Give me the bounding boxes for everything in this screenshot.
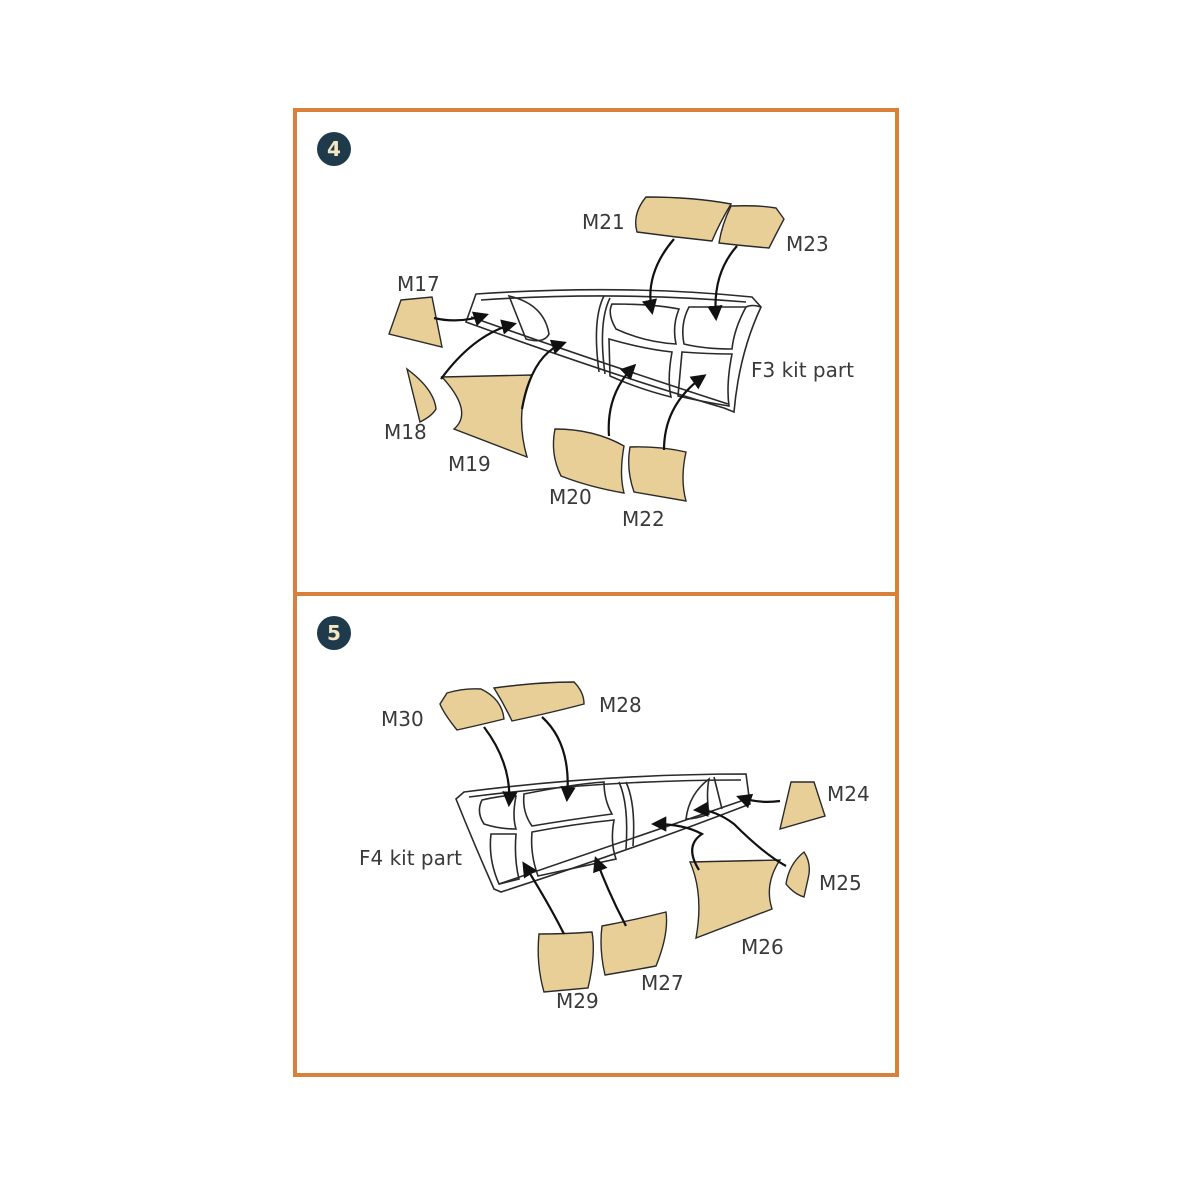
label-m21: M21: [582, 210, 625, 234]
labels-step-4: M21 M23 M17 M18 M19 M20 M22 F3 kit part: [384, 210, 854, 531]
label-m17: M17: [397, 272, 440, 296]
step-5-diagram: M30 M28 M24 M25 M26 M27 M29 F4 kit part: [359, 681, 870, 1013]
mask-m29: [537, 931, 595, 993]
masks-step-5: [439, 681, 826, 993]
kit-part-label-f4: F4 kit part: [359, 846, 462, 870]
masks-step-4: [388, 196, 785, 502]
mask-m17: [388, 296, 443, 348]
mask-m30: [439, 688, 505, 731]
mask-m28: [492, 681, 585, 722]
instruction-frame: 4: [293, 108, 899, 1077]
label-m27: M27: [641, 971, 684, 995]
mask-m18: [405, 367, 437, 424]
f3-kit-part: [464, 288, 762, 414]
label-m20: M20: [549, 485, 592, 509]
kit-part-label-f3: F3 kit part: [751, 358, 854, 382]
label-m23: M23: [786, 232, 829, 256]
label-m18: M18: [384, 420, 427, 444]
mask-m24: [779, 781, 826, 831]
labels-step-5: M30 M28 M24 M25 M26 M27 M29 F4 kit part: [359, 693, 870, 1013]
arrows-step-4: [433, 238, 738, 451]
label-m28: M28: [599, 693, 642, 717]
mask-m27: [600, 911, 668, 976]
mask-m22: [627, 446, 687, 502]
label-m26: M26: [741, 935, 784, 959]
mask-m25: [785, 850, 811, 898]
step-number-badge: 4: [317, 132, 351, 166]
step-5-panel: 5: [297, 596, 895, 1073]
step-number-badge: 5: [317, 616, 351, 650]
label-m19: M19: [448, 452, 491, 476]
arrows-step-5: [483, 716, 787, 935]
label-m24: M24: [827, 782, 870, 806]
label-m30: M30: [381, 707, 424, 731]
mask-m21: [634, 196, 733, 242]
label-m29: M29: [556, 989, 599, 1013]
step-divider: [297, 592, 895, 596]
mask-m19: [440, 374, 534, 459]
mask-m20: [552, 428, 625, 494]
step-4-diagram: M21 M23 M17 M18 M19 M20 M22 F3 kit part: [384, 196, 854, 531]
step-4-panel: 4: [297, 112, 895, 592]
mask-m26: [688, 859, 782, 940]
mask-m23: [718, 205, 785, 249]
label-m22: M22: [622, 507, 665, 531]
label-m25: M25: [819, 871, 862, 895]
